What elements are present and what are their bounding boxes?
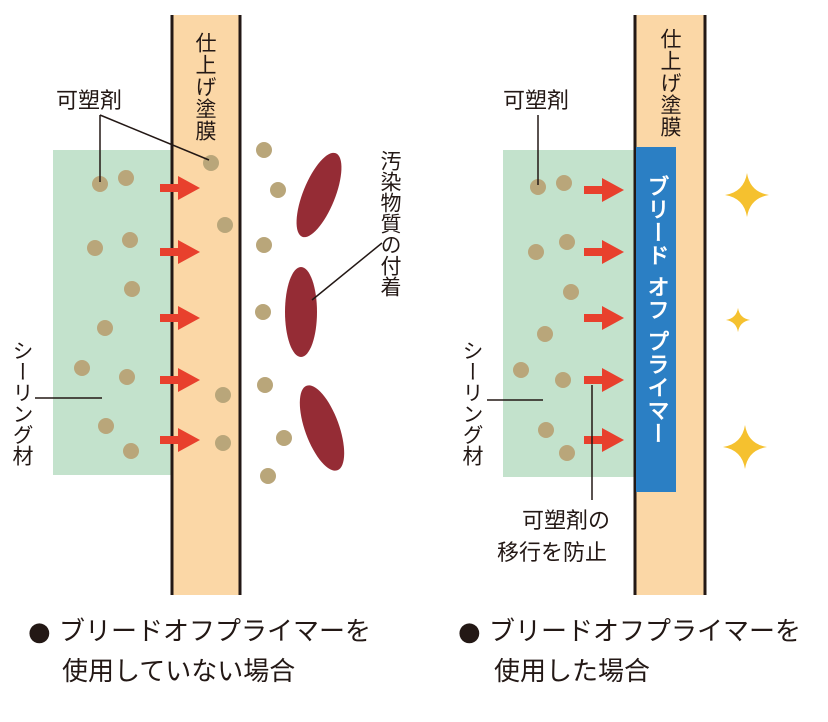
left-panel: 仕上げ塗膜 [10,15,402,687]
left-caption-line1: ● ブリードオフプライマーを [28,617,371,647]
left-coating-label: 仕上げ塗膜 [193,32,217,142]
particle [513,362,529,378]
particle [217,217,233,233]
right-panel: 仕上げ塗膜 ブリード オフ プライマー [458,15,801,687]
particle [255,304,271,320]
particle [215,387,231,403]
particle [118,170,134,186]
left-sealant-label: シーリング材 [10,340,34,466]
contaminant-blob [299,385,345,471]
primer-label: ブリード オフ プライマー [644,174,669,445]
left-outside-particles [255,142,292,484]
sparkle-icon [723,425,767,469]
particle [123,443,139,459]
particle [256,237,272,253]
particle [92,176,108,192]
contaminant-blob [296,152,342,238]
particle [556,175,572,191]
left-coating-particles [203,155,233,451]
sparkle-icon [725,307,751,333]
right-coating-label: 仕上げ塗膜 [658,28,682,138]
particle [74,360,90,376]
sparkle-icon [725,173,769,217]
particle [555,372,571,388]
left-coating-layer [172,15,240,595]
right-caption-line2: 使用した場合 [494,657,650,687]
right-sealant-particles [513,175,579,461]
right-caption-line1: ● ブリードオフプライマーを [458,617,801,647]
right-sparkles [723,173,769,469]
particle [256,142,272,158]
contaminant-blob [285,267,317,357]
particle [203,155,219,171]
particle [563,284,579,300]
particle [257,377,273,393]
particle [97,320,113,336]
particle [215,435,231,451]
particle [537,326,553,342]
right-prevent-line1: 可塑剤の [522,509,610,534]
left-contaminants [285,152,345,471]
right-sealant-label: シーリング材 [460,340,484,466]
right-plasticizer-label: 可塑剤 [503,89,569,114]
right-prevent-line2: 移行を防止 [497,541,607,566]
particle [559,445,575,461]
particle [276,430,292,446]
left-plasticizer-label: 可塑剤 [56,89,122,114]
particle [124,281,140,297]
particle [122,232,138,248]
left-contaminant-label: 汚染物質の付着 [378,150,402,297]
particle [98,418,114,434]
left-caption-line2: 使用していない場合 [62,657,295,687]
particle [270,182,286,198]
primer-layer [636,147,676,492]
particle [528,244,544,260]
particle [530,179,546,195]
particle [559,234,575,250]
particle [260,468,276,484]
particle [538,422,554,438]
particle [87,240,103,256]
left-plasticizer-leader-2 [99,114,210,161]
particle [119,369,135,385]
left-sealant-particles [74,170,140,459]
left-contaminant-leader [311,242,383,301]
left-sealant-block [53,150,172,475]
